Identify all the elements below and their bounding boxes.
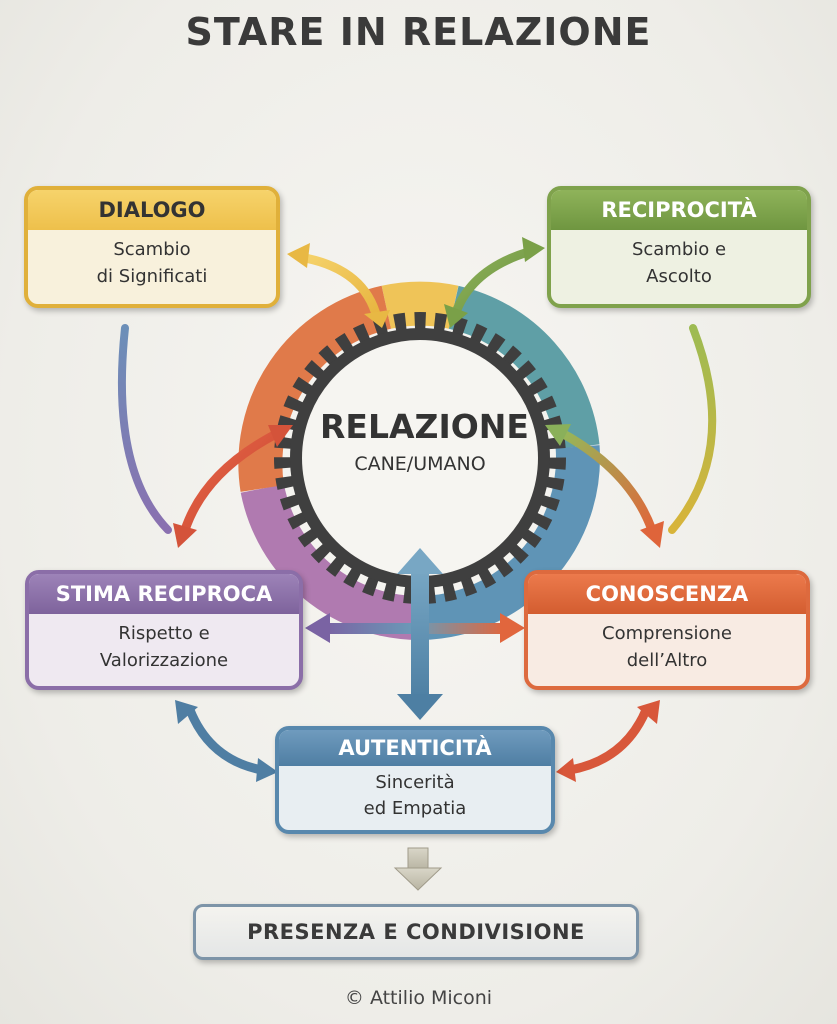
node-body: Scambio e Ascolto <box>551 230 807 290</box>
node-body: Scambio di Significati <box>28 230 276 290</box>
node-body: Comprensione dell’Altro <box>528 614 806 674</box>
node-line: di Significati <box>96 266 208 287</box>
node-line: Sincerità <box>375 772 455 793</box>
ring-segment-purple <box>240 483 421 641</box>
node-header: AUTENTICITÀ <box>279 730 551 766</box>
arrow-conoscenza-autenticita <box>556 700 660 782</box>
node-conoscenza: CONOSCENZA Comprensione dell’Altro <box>524 570 810 690</box>
diagram-title: STARE IN RELAZIONE <box>185 10 652 54</box>
ring-segment-teal <box>448 285 600 450</box>
arc-left <box>117 324 172 534</box>
node-stima-reciproca: STIMA RECIPROCA Rispetto e Valorizzazion… <box>25 570 303 690</box>
node-header: STIMA RECIPROCA <box>29 574 299 614</box>
node-reciprocita: RECIPROCITÀ Scambio e Ascolto <box>547 186 811 308</box>
arrow-dialogo-center <box>287 243 390 328</box>
node-body: Sincerità ed Empatia <box>279 766 551 822</box>
arrow-center-conoscenza <box>545 424 664 548</box>
copyright-footer: © Attilio Miconi <box>344 987 493 1009</box>
arrow-down-to-presenza <box>393 847 443 891</box>
center-subtitle: CANE/UMANO <box>354 453 486 475</box>
node-line: Valorizzazione <box>99 650 229 671</box>
arrow-center-stima <box>173 425 293 548</box>
ring-segment-red <box>238 285 392 492</box>
node-presenza: PRESENZA E CONDIVISIONE <box>193 904 639 960</box>
node-line: dell’Altro <box>626 650 708 671</box>
node-autenticita: AUTENTICITÀ Sincerità ed Empatia <box>275 726 555 834</box>
node-body: Rispetto e Valorizzazione <box>29 614 299 674</box>
color-ring <box>238 281 600 641</box>
arc-right <box>668 324 717 534</box>
node-dialogo: DIALOGO Scambio di Significati <box>24 186 280 308</box>
ring-segment-yellow <box>381 281 459 329</box>
node-header: RECIPROCITÀ <box>551 190 807 230</box>
arrow-center-autenticita <box>397 548 443 720</box>
node-header: CONOSCENZA <box>528 574 806 614</box>
node-line: Ascolto <box>646 266 712 287</box>
node-line: Comprensione <box>602 623 732 644</box>
node-line: Rispetto e <box>118 623 210 644</box>
node-line: Scambio e <box>631 239 727 260</box>
center-title: RELAZIONE <box>320 407 529 446</box>
arrow-reciprocita-center <box>444 237 545 328</box>
node-line: ed Empatia <box>363 798 467 819</box>
ring-segment-blue <box>419 445 600 640</box>
node-header: DIALOGO <box>28 190 276 230</box>
node-line: Scambio <box>113 239 191 260</box>
arrow-stima-autenticita <box>175 700 278 782</box>
